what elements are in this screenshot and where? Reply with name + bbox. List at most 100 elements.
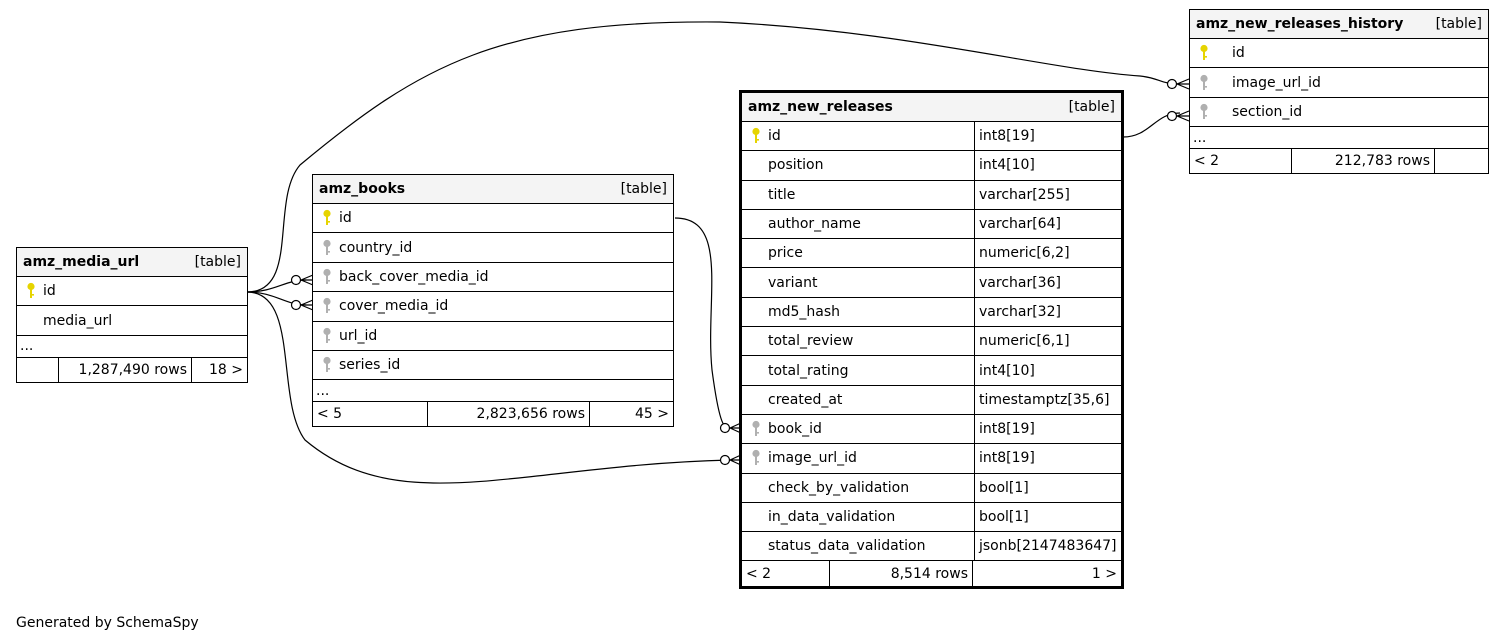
column-type: int8[19] xyxy=(974,444,1121,473)
column-name: id xyxy=(339,210,352,227)
column-name: check_by_validation xyxy=(768,479,910,496)
column-row[interactable]: back_cover_media_id xyxy=(313,263,673,293)
column-row[interactable]: image_url_id int8[19] xyxy=(742,444,1121,474)
column-name: url_id xyxy=(339,327,378,344)
link-end-circle xyxy=(719,422,731,434)
table-name: amz_new_releases xyxy=(748,99,893,115)
column-name: image_url_id xyxy=(1232,74,1321,91)
column-name-cell: media_url xyxy=(17,306,247,334)
table-header[interactable]: amz_books [table] xyxy=(313,175,673,204)
column-type: numeric[6,1] xyxy=(974,327,1121,356)
more-columns: ... xyxy=(17,336,247,358)
table-header[interactable]: amz_media_url [table] xyxy=(17,248,247,277)
column-name: media_url xyxy=(43,312,113,329)
column-name-cell: section_id xyxy=(1190,98,1488,126)
crowfoot-icon xyxy=(1176,110,1190,122)
column-row[interactable]: image_url_id xyxy=(1190,68,1488,98)
column-name-cell: id xyxy=(742,122,974,150)
column-name-cell: cover_media_id xyxy=(313,292,673,320)
column-name: series_id xyxy=(339,357,401,374)
column-type: int4[10] xyxy=(974,356,1121,385)
column-name: total_rating xyxy=(768,362,849,379)
column-name: variant xyxy=(768,274,818,291)
column-name: image_url_id xyxy=(768,450,857,467)
row-count: 212,783 rows xyxy=(1292,149,1435,174)
column-name-cell: image_url_id xyxy=(742,444,974,472)
table-kind: [table] xyxy=(620,181,667,197)
more-columns: ... xyxy=(313,380,673,403)
column-name-cell: in_data_validation xyxy=(742,503,974,531)
column-row[interactable]: country_id xyxy=(313,233,673,263)
column-row[interactable]: id xyxy=(1190,39,1488,69)
column-type: varchar[32] xyxy=(974,297,1121,327)
column-name-cell: status_data_validation xyxy=(742,532,974,560)
column-name-cell: created_at xyxy=(742,386,974,414)
table-kind: [table] xyxy=(1435,16,1482,32)
foreign-key-icon xyxy=(319,268,335,286)
table-amz-books[interactable]: amz_books [table] id country_id back_cover… xyxy=(312,174,674,428)
parents-count[interactable]: < 2 xyxy=(742,561,830,587)
column-name-cell: title xyxy=(742,181,974,209)
primary-key-icon xyxy=(748,127,764,145)
column-row[interactable]: media_url xyxy=(17,306,247,336)
column-name: price xyxy=(768,245,803,262)
parents-count[interactable]: < 5 xyxy=(313,402,428,427)
children-count[interactable]: 45 > xyxy=(635,406,669,423)
table-name: amz_media_url xyxy=(23,254,140,270)
column-name: country_id xyxy=(339,239,413,256)
row-count: 1,287,490 rows xyxy=(59,357,192,382)
table-footer: < 2 8,514 rows 1 > xyxy=(742,561,1121,587)
column-type: numeric[6,2] xyxy=(974,239,1121,268)
column-row[interactable]: total_rating int4[10] xyxy=(742,356,1121,386)
parents-count[interactable]: < 2 xyxy=(1190,149,1292,174)
table-header[interactable]: amz_new_releases_history [table] xyxy=(1190,10,1488,39)
column-name-cell: price xyxy=(742,239,974,267)
column-type: bool[1] xyxy=(974,502,1121,532)
column-name-cell: variant xyxy=(742,268,974,296)
column-type: int4[10] xyxy=(974,151,1121,180)
row-count: 2,823,656 rows xyxy=(428,402,590,427)
column-row[interactable]: price numeric[6,2] xyxy=(742,239,1121,269)
crowfoot-icon xyxy=(300,299,314,311)
foreign-key-icon xyxy=(319,327,335,345)
column-row[interactable]: url_id xyxy=(313,322,673,351)
foreign-key-icon xyxy=(319,356,335,374)
column-row[interactable]: series_id xyxy=(313,351,673,381)
column-row[interactable]: section_id xyxy=(1190,98,1488,128)
column-name: status_data_validation xyxy=(768,538,926,555)
parents-count[interactable] xyxy=(17,357,59,382)
column-name: section_id xyxy=(1232,103,1303,120)
column-type: int8[19] xyxy=(974,414,1121,444)
column-name: id xyxy=(43,283,56,300)
children-count[interactable]: 18 > xyxy=(209,361,243,378)
table-amz-media-url[interactable]: amz_media_url [table] id media_url ... 1,… xyxy=(16,247,248,383)
table-header[interactable]: amz_new_releases [table] xyxy=(742,93,1121,122)
children-count[interactable]: 1 > xyxy=(1091,565,1117,582)
column-name-cell: check_by_validation xyxy=(742,474,974,502)
children-count[interactable] xyxy=(1435,149,1488,173)
column-name-cell: series_id xyxy=(313,351,673,379)
column-row[interactable]: cover_media_id xyxy=(313,292,673,322)
column-name-cell: back_cover_media_id xyxy=(313,263,673,291)
column-name-cell: url_id xyxy=(313,322,673,350)
table-amz-new-releases-history[interactable]: amz_new_releases_history [table] id image… xyxy=(1189,9,1489,175)
column-row[interactable]: id xyxy=(313,204,673,234)
column-type: varchar[255] xyxy=(974,180,1121,209)
column-type: varchar[64] xyxy=(974,209,1121,239)
column-row[interactable]: id xyxy=(17,277,247,307)
foreign-key-icon xyxy=(1196,103,1212,121)
